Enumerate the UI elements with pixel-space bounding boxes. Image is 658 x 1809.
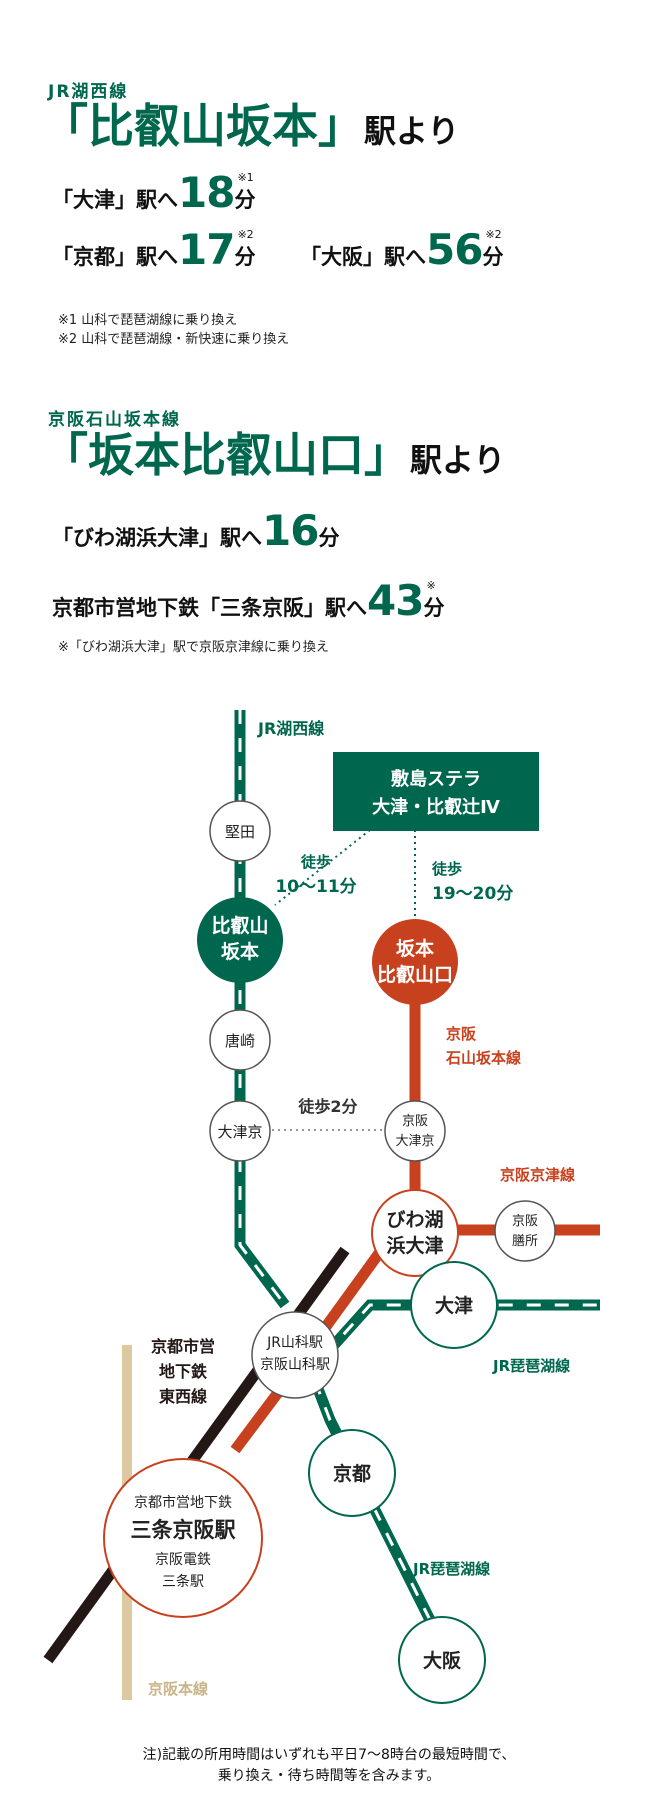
station-kyoto-label: 京都 [333, 1462, 371, 1485]
station-zeze-label-1: 京阪 [512, 1214, 538, 1229]
label-keihan-honsen: 京阪本線 [148, 1680, 208, 1698]
station-yamashina [251, 1311, 339, 1399]
station-name: 「坂本比叡山口」 [42, 428, 410, 482]
row-minutes: 16 [262, 506, 319, 555]
station-biwako-label-2: 浜大津 [386, 1234, 443, 1257]
station-sakamoto-label-2: 比叡山口 [377, 963, 453, 986]
station-heading-sakamoto-hieizanguchi: 「坂本比叡山口」駅より [42, 432, 505, 478]
label-subway-3: 東西線 [159, 1387, 207, 1406]
property-name: 敷島ステラ [391, 768, 481, 790]
station-sakamoto-hieizanguchi [372, 919, 458, 1005]
notes-section2: ※「びわ湖浜大津」駅で京阪京津線に乗り換え [58, 638, 329, 657]
walk-label-2a: 徒歩 [431, 860, 462, 878]
time-row-kyoto: 「京都」駅へ17分 ※2 [52, 228, 256, 271]
yori-text: 駅より [364, 112, 460, 150]
station-hieizan-label-2: 坂本 [221, 940, 259, 963]
station-katata-label: 堅田 [225, 823, 255, 841]
station-karasaki [209, 1009, 271, 1071]
row-unit: 分 [482, 245, 504, 269]
jr-biwako-east-dash [323, 1303, 600, 1357]
line-label-keihan-ishiyama: 京阪石山坂本線 [48, 410, 181, 430]
station-sakamoto-label-1: 坂本 [396, 937, 434, 960]
station-yamashina-label-2: 京阪山科駅 [260, 1357, 330, 1373]
station-sanjo-label-4: 三条駅 [162, 1573, 204, 1590]
jr-biwako-west-dash [303, 1354, 462, 1681]
station-otsukyo [209, 1100, 271, 1162]
station-sanjo-keihan [103, 1458, 263, 1618]
label-subway-2: 地下鉄 [159, 1362, 207, 1381]
row-minutes: 56 [426, 225, 483, 274]
footnote: 注)記載の所用時間はいずれも平日7〜8時台の最短時間で、 乗り換え・待ち時間等を… [0, 1745, 658, 1787]
station-sanjo-label-1: 京都市営地下鉄 [134, 1494, 232, 1511]
label-keihan-ishiyama-1: 京阪 [446, 1025, 477, 1043]
walk-label-1a: 徒歩 [300, 853, 331, 871]
row-minutes: 43 [367, 576, 424, 625]
station-keihan-otsukyo-label-1: 京阪 [402, 1114, 428, 1129]
row-label: 京都市営地下鉄「三条京阪」駅へ [52, 596, 367, 620]
row-label: 「びわ湖浜大津」駅へ [52, 526, 262, 550]
row-label: 「大阪」駅へ [300, 245, 426, 269]
station-keihan-otsukyo-label-2: 大津京 [395, 1134, 434, 1149]
station-otsu-label: 大津 [435, 1294, 473, 1317]
station-keihan-otsukyo [384, 1100, 446, 1162]
note-2: ※2 山科で琵琶湖線・新快速に乗り換え [58, 332, 290, 347]
yori-text: 駅より [410, 441, 506, 479]
station-yamashina-label-1: JR山科駅 [266, 1335, 323, 1351]
station-osaka-label: 大阪 [423, 1649, 462, 1672]
row-unit: 分 [423, 596, 445, 620]
row-unit: 分 [234, 245, 256, 269]
station-karasaki-label: 唐崎 [225, 1032, 255, 1050]
walk-label-3: 徒歩2分 [297, 1097, 357, 1116]
station-heading-hieizan-sakamoto: 「比叡山坂本」駅より [42, 103, 459, 149]
station-sanjo-label-2: 三条京阪駅 [131, 1518, 237, 1542]
time-row-osaka: 「大阪」駅へ56分 ※2 [300, 228, 504, 271]
property-subname: 大津・比叡辻Ⅳ [372, 796, 500, 818]
footnote-line-2: 乗り換え・待ち時間等を含みます。 [217, 1768, 441, 1784]
line-label-jr-kosei: JR湖西線 [48, 82, 129, 102]
row-unit: 分 [318, 526, 340, 550]
label-subway-1: 京都市営 [151, 1337, 215, 1356]
route-map: 敷島ステラ 大津・比叡辻Ⅳ 徒歩 10〜11分 徒歩 19〜20分 徒歩2分 J… [43, 710, 600, 1704]
station-hieizan-label-1: 比叡山 [211, 914, 268, 937]
station-sanjo-label-3: 京阪電鉄 [155, 1552, 211, 1568]
row-label: 「京都」駅へ [52, 245, 178, 269]
jr-kosei-track [234, 710, 290, 1309]
row-minutes: 17 [178, 225, 235, 274]
label-keihan-keishin: 京阪京津線 [500, 1166, 575, 1184]
note-1: ※「びわ湖浜大津」駅で京阪京津線に乗り換え [58, 640, 329, 655]
station-osaka [398, 1616, 486, 1704]
footnote-line-1: 注)記載の所用時間はいずれも平日7〜8時台の最短時間で、 [142, 1747, 516, 1763]
station-zeze-label-2: 膳所 [512, 1233, 538, 1249]
station-otsukyo-label: 大津京 [217, 1123, 262, 1141]
station-biwako-hamaotsu [371, 1189, 459, 1277]
label-jr-biwako-2: JR琵琶湖線 [412, 1560, 490, 1578]
label-jr-kosei: JR湖西線 [257, 719, 324, 738]
station-kyoto [308, 1429, 396, 1517]
time-row-sanjo-keihan: 京都市営地下鉄「三条京阪」駅へ43分 ※ [52, 579, 444, 622]
time-row-biwako-hamaotsu: 「びわ湖浜大津」駅へ16分 [52, 510, 339, 552]
station-otsu [410, 1261, 498, 1349]
station-biwako-label-1: びわ湖 [386, 1209, 443, 1231]
station-katata [209, 800, 271, 862]
station-zeze [494, 1200, 556, 1262]
row-mark: ※2 [237, 228, 254, 241]
row-mark: ※2 [485, 228, 502, 241]
jr-kosei-dash [238, 710, 287, 1306]
station-hieizan-sakamoto [197, 897, 283, 983]
walk-route-1 [274, 829, 371, 906]
walk-label-1b: 10〜11分 [275, 877, 356, 897]
row-mark: ※1 [237, 171, 254, 184]
row-mark: ※ [426, 579, 436, 592]
label-jr-biwako-1: JR琵琶湖線 [492, 1357, 570, 1375]
walk-label-2b: 19〜20分 [432, 884, 513, 904]
station-name: 「比叡山坂本」 [42, 99, 364, 153]
time-row-otsu: 「大津」駅へ18分 ※1 [52, 171, 256, 214]
note-1: ※1 山科で琵琶湖線に乗り換え [58, 313, 238, 328]
row-minutes: 18 [178, 168, 235, 217]
property-box [333, 752, 539, 831]
notes-section1: ※1 山科で琵琶湖線に乗り換え ※2 山科で琵琶湖線・新快速に乗り換え [58, 311, 289, 349]
label-keihan-ishiyama-2: 石山坂本線 [445, 1049, 521, 1067]
row-unit: 分 [234, 188, 256, 212]
row-label: 「大津」駅へ [52, 188, 178, 212]
